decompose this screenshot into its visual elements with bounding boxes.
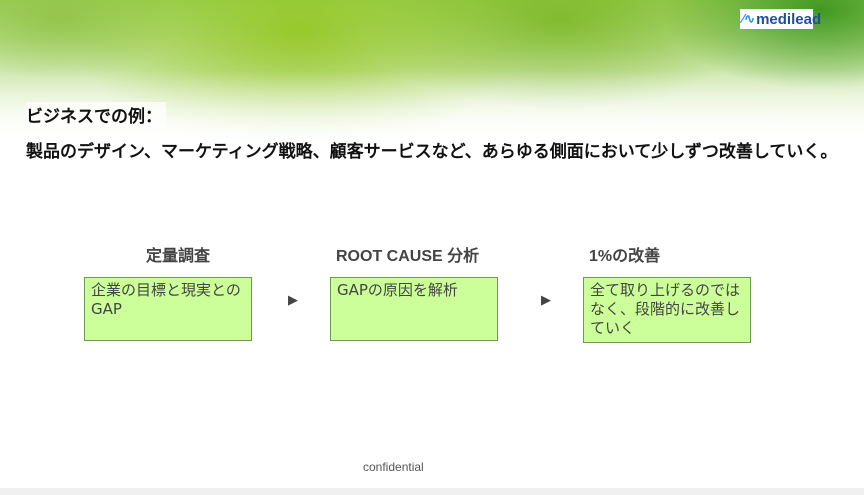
pulse-icon: ⁄∿ [742,11,756,26]
step-box-1: 企業の目標と現実とのGAP [84,277,252,341]
step-title-3: 1%の改善 [589,248,661,265]
bottom-bar [0,488,864,495]
step-title-2: ROOT CAUSE 分析 [336,248,480,265]
arrow-icon: ▶ [541,293,551,308]
footer-confidential: confidential [363,460,424,474]
logo-text: medilead [756,10,822,28]
slide-heading: ビジネスでの例： [26,102,166,127]
step-box-3: 全て取り上げるのではなく、段階的に改善していく [583,277,751,343]
step-title-1: 定量調査 [146,248,211,265]
slide-description: 製品のデザイン、マーケティング戦略、顧客サービスなど、あらゆる側面において少しず… [26,142,838,162]
arrow-icon: ▶ [288,293,298,308]
step-box-2: GAPの原因を解析 [330,277,498,341]
medilead-logo: ⁄∿medilead [740,9,821,29]
